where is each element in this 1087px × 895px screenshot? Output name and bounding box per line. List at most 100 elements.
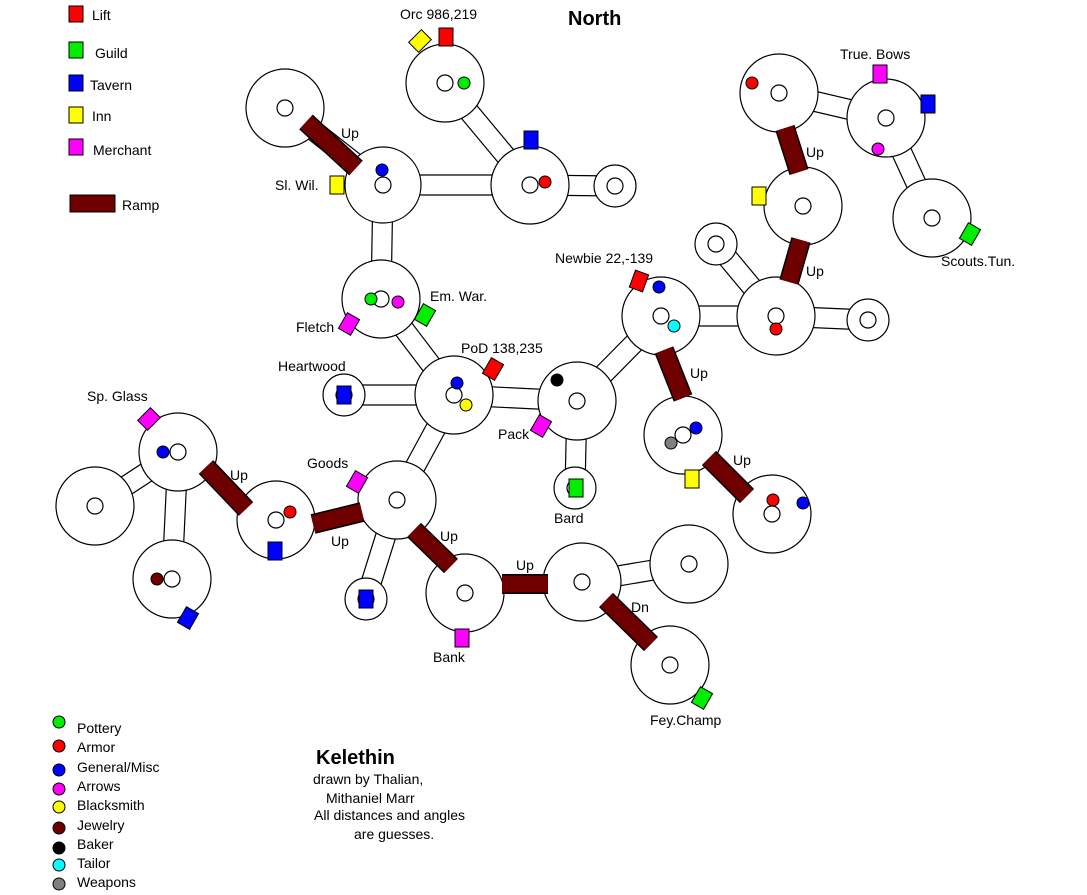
armor-shop-14 <box>283 505 297 519</box>
legend-buildings: Lift Guild Tavern Inn Merchant Ramp <box>68 5 160 213</box>
ramp-up-label-7: Up <box>331 533 349 549</box>
arrow-shop-6 <box>391 295 405 309</box>
ramp-up-label-1: Up <box>341 125 359 141</box>
ramp-labels: Up Up Up Up Up Up Up Up Up Dn <box>230 125 824 615</box>
smith-shop-11 <box>459 398 473 412</box>
bard-label: Bard <box>554 510 584 526</box>
credit-line-3: All distances and angles <box>314 807 465 823</box>
credit-line-1: drawn by Thalian, <box>313 771 423 787</box>
platform-Z-center <box>163 570 181 588</box>
ramp-7 <box>408 523 457 573</box>
armor-shop-2 <box>538 175 552 189</box>
pod-label: PoD 138,235 <box>461 340 543 356</box>
tavern-building-17 <box>267 541 283 561</box>
ramp-up-label-2: Up <box>806 144 824 160</box>
blacksmith-legend-label: Blacksmith <box>77 797 145 813</box>
pot-shop-5 <box>364 292 378 306</box>
pack-label: Pack <box>498 426 530 442</box>
platform-AE-center <box>661 656 679 674</box>
pottery-legend-label: Pottery <box>77 720 121 736</box>
platform-N-center <box>859 311 877 329</box>
place-labels: Orc 986,219 True. Bows Sl. Wil. Em. War.… <box>87 6 1015 728</box>
jewel-shop-19 <box>150 572 164 586</box>
platform-M-center <box>767 307 785 325</box>
platform-I-center <box>923 209 941 227</box>
tailor-shop-8 <box>667 319 681 333</box>
platform-C-center <box>374 176 392 194</box>
platform-D-center <box>521 176 539 194</box>
baker-legend-label: Baker <box>77 836 114 852</box>
sp-glass-label: Sp. Glass <box>87 388 148 404</box>
ramp-4 <box>702 451 754 503</box>
heartwood-label: Heartwood <box>278 358 346 374</box>
ramp-3 <box>656 346 691 402</box>
markers <box>136 27 982 710</box>
em-war-label: Em. War. <box>430 288 487 304</box>
ramp-up-label-5: Up <box>733 452 751 468</box>
ramp-2 <box>780 237 810 285</box>
orc-label: Orc 986,219 <box>400 6 477 22</box>
guild-building-15 <box>568 478 584 498</box>
weapons-legend-label: Weapons <box>77 874 136 890</box>
merchant-legend-label: Merchant <box>93 142 151 158</box>
goods-label: Goods <box>307 455 348 471</box>
ramp-0 <box>300 115 362 175</box>
guild-building-22 <box>690 686 714 710</box>
tavern-building-5 <box>920 94 936 114</box>
gen-shop-1 <box>375 163 389 177</box>
bank-label: Bank <box>433 649 466 665</box>
pot-shop-0 <box>457 76 471 90</box>
fletch-label: Fletch <box>296 319 334 335</box>
ramp-dn-label: Dn <box>631 599 649 615</box>
map-title: Kelethin <box>316 747 395 769</box>
guild-building-10 <box>413 303 437 327</box>
tavern-legend-label: Tavern <box>90 77 132 93</box>
platform-AD-center <box>680 555 698 573</box>
platform-K-center <box>707 235 725 253</box>
platform-H-center <box>794 197 812 215</box>
platforms <box>55 43 972 705</box>
legend-shops: Pottery Armor General/Misc Arrows Blacks… <box>52 715 159 891</box>
jewelry-legend-dot <box>52 821 66 835</box>
lift-building-8 <box>628 269 650 293</box>
arrows-legend-label: Arrows <box>77 778 121 794</box>
tavern-building-21 <box>176 606 200 630</box>
jewelry-legend-label: Jewelry <box>77 817 124 833</box>
platform-F-center <box>770 84 788 102</box>
platform-AB-center <box>456 584 474 602</box>
platform-E-center <box>606 177 624 195</box>
inn-building-1 <box>407 28 433 54</box>
scouts-label: Scouts.Tun. <box>941 253 1015 269</box>
inn-legend-swatch <box>68 106 84 124</box>
platform-Q-center <box>445 386 463 404</box>
blacksmith-legend-dot <box>52 800 66 814</box>
pottery-legend-dot <box>52 715 66 729</box>
guild-legend-swatch <box>68 41 84 59</box>
credits: Kelethin drawn by Thalian, Mithaniel Mar… <box>313 747 465 842</box>
inn-building-3 <box>329 175 345 195</box>
general-legend-label: General/Misc <box>77 759 159 775</box>
merch-building-16 <box>345 470 369 494</box>
inn-building-6 <box>751 186 767 206</box>
ramp-9 <box>600 593 657 651</box>
lift-legend-label: Lift <box>92 7 111 23</box>
platform-L-center <box>652 307 670 325</box>
tailor-legend-dot <box>52 858 66 872</box>
gen-shop-13 <box>156 445 170 459</box>
ramp-6 <box>310 503 365 533</box>
general-legend-dot <box>52 763 66 777</box>
newbie-label: Newbie 22,-139 <box>555 250 653 266</box>
ramp-legend-label: Ramp <box>122 197 160 213</box>
arrows-legend-dot <box>52 782 66 796</box>
tailor-legend-label: Tailor <box>77 855 111 871</box>
merch-building-9 <box>337 312 361 336</box>
lift-building-11 <box>481 357 505 381</box>
merch-building-20 <box>454 628 470 648</box>
platform-B-center <box>436 74 454 92</box>
credit-line-2: Mithaniel Marr <box>326 790 415 806</box>
merch-building-4 <box>872 64 888 84</box>
lift-building-0 <box>438 27 454 47</box>
weap-shop-16 <box>664 436 678 450</box>
armor-shop-3 <box>745 76 759 90</box>
baker-legend-dot <box>52 841 66 855</box>
